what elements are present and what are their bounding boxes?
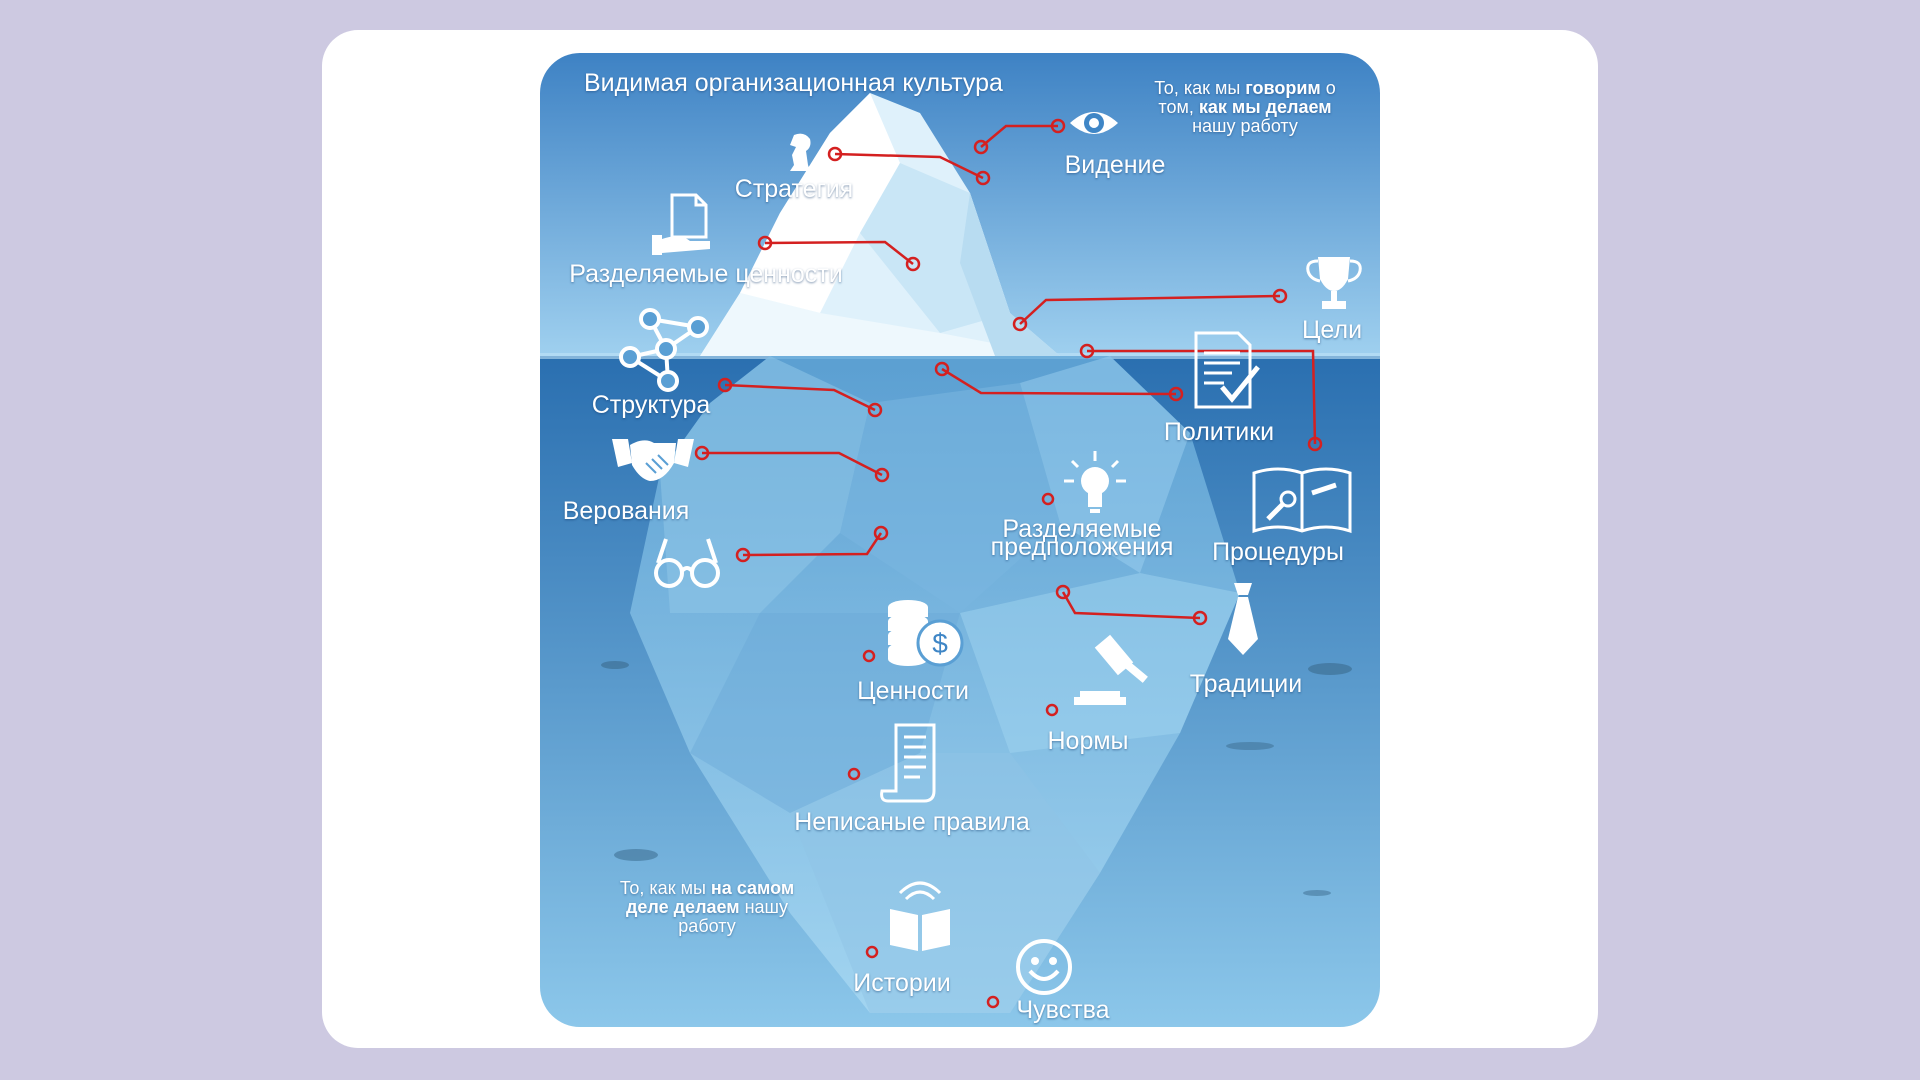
note-bottom: То, как мы на самом деле делаем нашу раб… <box>619 878 795 936</box>
trophy-icon <box>1306 257 1362 309</box>
chess-knight-icon <box>790 133 811 171</box>
label-shared-values: Разделяемые ценности <box>569 260 843 288</box>
label-vision: Видение <box>1064 151 1166 179</box>
gavel-icon <box>1074 634 1148 705</box>
iceberg-diagram: Видимая организационная культура То, как… <box>540 53 1380 1027</box>
open-book-icon <box>890 881 950 951</box>
label-feelings: Чувства <box>1016 996 1110 1024</box>
label-traditions: Традиции <box>1189 670 1303 698</box>
eye-icon <box>1070 112 1118 134</box>
label-strategy: Стратегия <box>734 175 854 203</box>
label-beliefs: Верования <box>562 497 690 525</box>
label-goals: Цели <box>1301 316 1363 344</box>
handshake-icon <box>612 439 694 481</box>
scroll-icon <box>880 723 936 803</box>
tie-icon <box>1228 583 1258 655</box>
manual-wrench-icon <box>1252 467 1352 534</box>
label-shared-assumptions-1: Разделяемые <box>1002 515 1162 543</box>
diagram-title: Видимая организационная культура <box>584 69 1003 97</box>
checklist-icon <box>1194 331 1260 409</box>
label-norms: Нормы <box>1047 727 1129 755</box>
iceberg-background <box>540 53 1380 1027</box>
label-policies: Политики <box>1163 418 1275 446</box>
document-hand-icon <box>652 193 710 255</box>
label-values: Ценности <box>857 677 969 705</box>
smiley-icon <box>1016 939 1072 995</box>
label-structure: Структура <box>591 391 711 419</box>
coins-dollar-icon: $ <box>888 600 964 667</box>
label-unwritten-rules: Неписаные правила <box>794 808 1030 836</box>
note-top: То, как мы говорим о том, как мы делаем … <box>1154 78 1336 136</box>
network-icon <box>619 308 709 392</box>
label-stories: Истории <box>853 969 951 997</box>
svg-text:$: $ <box>932 628 948 659</box>
label-procedures: Процедуры <box>1212 538 1344 566</box>
label-shared-assumptions-2: предположения <box>990 533 1174 561</box>
glasses-icon <box>654 538 720 588</box>
lightbulb-icon <box>1064 451 1126 513</box>
